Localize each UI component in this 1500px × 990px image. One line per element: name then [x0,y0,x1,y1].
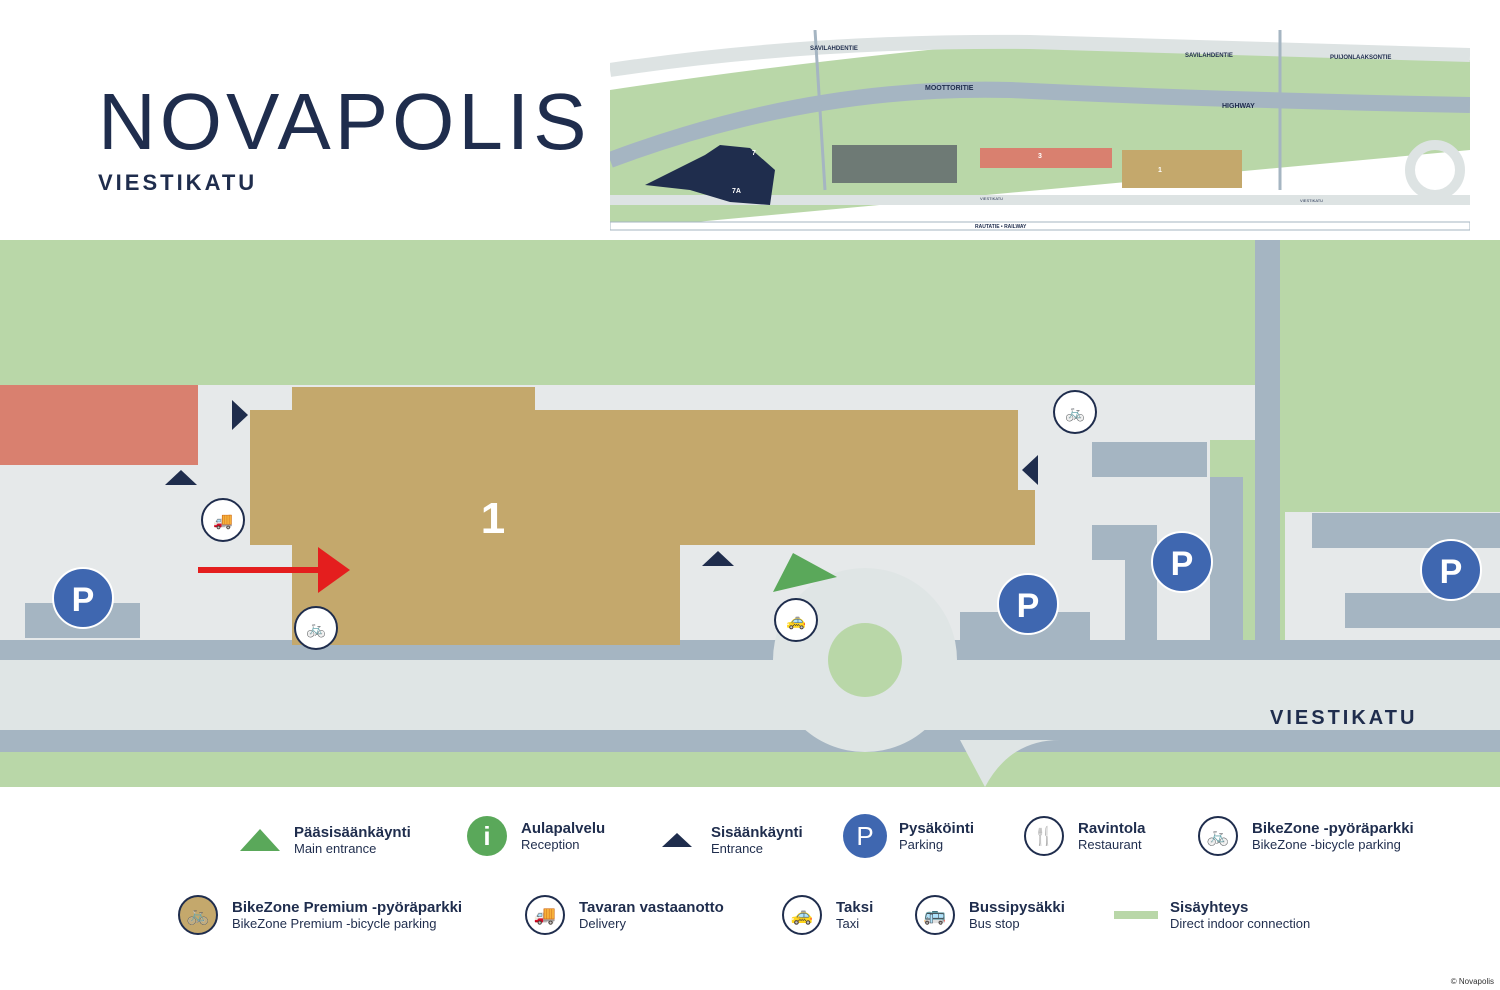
entrance-markers [165,400,1038,566]
street [0,660,1500,740]
copyright: © Novapolis [1450,977,1494,986]
road-label: HIGHWAY [1222,103,1255,110]
logo-subtitle: VIESTIKATU [98,170,258,195]
parking-icon: P [1151,531,1213,593]
svg-text:P: P [1440,553,1463,591]
taxi-icon: 🚕 [774,598,818,642]
side-road [1255,240,1280,660]
road-label: PUIJONLAAKSONTIE [1330,55,1391,61]
building-1 [250,387,1035,645]
building-number: 1 [481,494,505,543]
road-label: MOOTTORITIE [925,85,974,92]
road-label: VIESTIKATU [1300,198,1323,203]
reception-icon: i [467,816,507,856]
premium-bicycle-icon: 🚲 [178,895,218,935]
road-label: VIESTIKATU [980,196,1003,201]
building-label: 7A [732,188,741,195]
svg-text:🚕: 🚕 [786,611,806,630]
bicycle-icon: 🚲 [1053,390,1097,434]
bus-icon: 🚌 [915,895,955,935]
parking-icon: P [1420,539,1482,601]
svg-text:🚲: 🚲 [1065,403,1085,422]
parking-spaces [25,442,1500,644]
logo: NOVAPOLIS VIESTIKATU [98,82,590,196]
entrance-icon [662,833,692,847]
svg-text:P: P [72,581,95,619]
building-label: 7 [752,150,756,157]
main-map: 1 P P P P 🚚 🚲 🚕 🚲 VIESTIKATU [0,240,1500,787]
direction-arrow [318,547,350,593]
parking-icon: P [997,573,1059,635]
building-label: 1 [1158,167,1162,174]
restaurant-icon: 🍴 [1024,816,1064,856]
street-label: VIESTIKATU [1270,707,1417,729]
logo-title: NOVAPOLIS [98,77,591,166]
main-entrance-marker [773,553,837,592]
svg-text:P: P [1017,587,1040,625]
road-label: RAUTATIE • RAILWAY [975,224,1027,230]
main-entrance-icon [240,829,280,851]
parking-icon: P [843,814,887,858]
svg-text:🚲: 🚲 [306,619,326,638]
bicycle-icon: 🚲 [294,606,338,650]
taxi-icon: 🚕 [782,895,822,935]
svg-text:P: P [1171,545,1194,583]
overview-map: SAVILAHDENTIE SAVILAHDENTIE PUIJONLAAKSO… [610,30,1470,235]
neighbor-building [0,385,198,465]
indoor-connection-icon [1114,911,1158,919]
parking-icon: P [52,567,114,629]
building-label: 3 [1038,153,1042,160]
road-label: SAVILAHDENTIE [1185,53,1233,59]
delivery-truck-icon: 🚚 [201,498,245,542]
delivery-truck-icon: 🚚 [525,895,565,935]
svg-text:🚚: 🚚 [213,511,233,530]
bicycle-icon: 🚲 [1198,816,1238,856]
road-label: SAVILAHDENTIE [810,46,858,52]
